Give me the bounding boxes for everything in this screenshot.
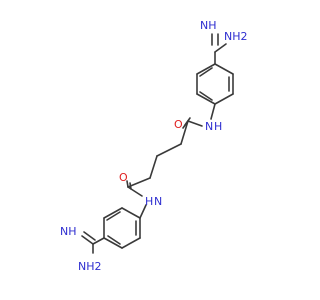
bond <box>83 231 96 241</box>
atom-nh-imine-bottom: NH <box>60 225 77 238</box>
bond <box>92 237 105 245</box>
atom-o-top: O <box>174 118 183 131</box>
bond <box>199 91 213 101</box>
bond <box>106 211 121 221</box>
atom-nh-imine-top: NH <box>200 19 217 32</box>
bond <box>103 237 123 249</box>
bond <box>127 186 143 197</box>
bond <box>103 207 123 219</box>
bond <box>107 235 121 245</box>
bond <box>180 120 189 145</box>
molecule-svg: NH NH2 N H O O N H NH NH2 <box>60 19 248 273</box>
bond <box>214 93 234 105</box>
bond <box>214 43 227 53</box>
bond <box>121 207 141 219</box>
bond <box>214 63 234 75</box>
bond <box>196 63 216 75</box>
atom-n-amide-top: N <box>205 120 213 133</box>
bond <box>156 143 182 157</box>
bond <box>149 155 158 179</box>
bond <box>196 93 216 105</box>
atom-n-amide-bottom: N <box>154 195 162 208</box>
bond <box>121 237 141 249</box>
bond <box>199 67 213 77</box>
bond <box>127 177 151 188</box>
bond <box>210 103 216 120</box>
atom-h-amide-bottom: H <box>145 195 153 208</box>
atom-nh2-top: NH2 <box>224 30 248 43</box>
bond <box>139 204 147 219</box>
bond <box>126 180 129 188</box>
atom-h-amide-top: H <box>214 120 222 133</box>
atom-o-bottom: O <box>119 171 128 184</box>
structure-diagram: NH NH2 N H O O N H NH NH2 <box>60 19 248 273</box>
bond <box>187 120 203 127</box>
bond <box>81 235 94 245</box>
atom-nh2-bottom: NH2 <box>78 260 102 273</box>
